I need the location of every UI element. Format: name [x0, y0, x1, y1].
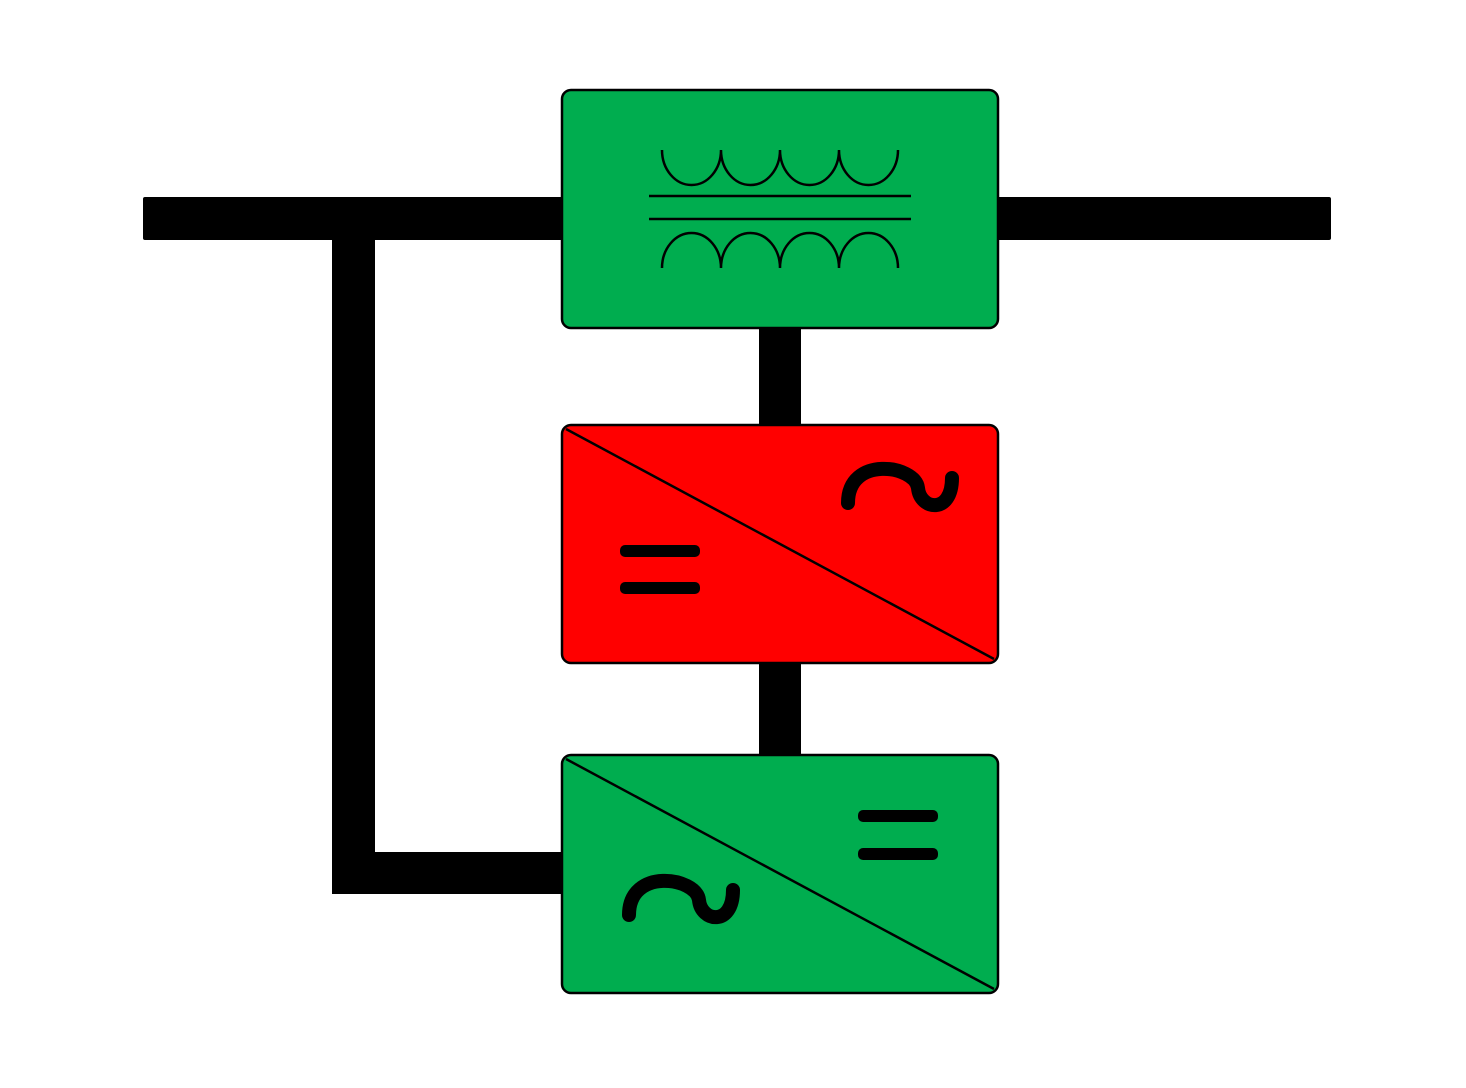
- transformer-block[interactable]: [560, 88, 1000, 330]
- transformer-windings-icon: [649, 149, 911, 269]
- right-busbar: [995, 197, 1331, 240]
- transformer-box: [560, 88, 1000, 330]
- bypass-vertical-line: [332, 219, 375, 894]
- ac-dc-converter-icon: [622, 810, 938, 925]
- dc-equals-icon: [620, 545, 700, 594]
- transformer-to-converter-line: [759, 325, 801, 428]
- ac-tilde-icon: [622, 873, 740, 925]
- converter-ac-dc-block[interactable]: [560, 753, 1000, 995]
- ac-tilde-icon: [841, 461, 959, 513]
- left-busbar: [143, 197, 565, 240]
- converter-dc-ac-block[interactable]: [560, 423, 1000, 665]
- converter-diagonal-line: [565, 757, 995, 991]
- converter-to-converter-line: [759, 659, 801, 759]
- conductors: [143, 197, 1331, 894]
- dc-ac-converter-icon: [620, 461, 959, 594]
- dc-equals-icon: [858, 810, 938, 860]
- converter-diagonal-line: [565, 427, 995, 661]
- bypass-horizontal-line: [332, 852, 565, 894]
